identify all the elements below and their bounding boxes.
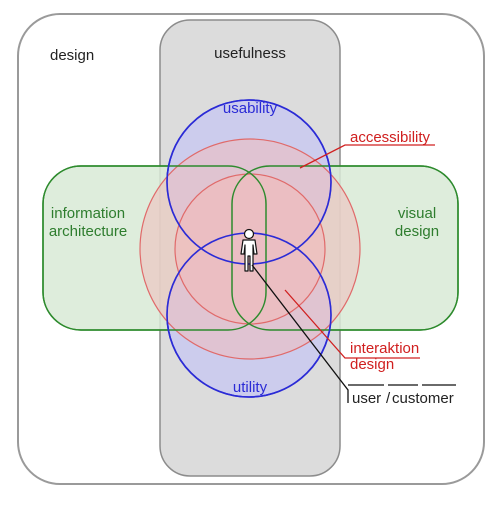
visual-design-label-line1: visual (398, 205, 436, 222)
information-architecture-label-line1: information (51, 205, 125, 222)
user-label-separator: / (386, 390, 391, 407)
design-label: design (50, 47, 94, 64)
usability-label: usability (223, 100, 278, 117)
usefulness-label: usefulness (214, 45, 286, 62)
customer-label: customer (392, 390, 454, 407)
user-leader (251, 264, 349, 403)
information-architecture-label-line2: architecture (49, 223, 127, 240)
interaction-design-label-line1: interaktion (350, 340, 419, 357)
utility-label: utility (233, 379, 268, 396)
accessibility-label: accessibility (350, 129, 431, 146)
accessibility-leader (299, 144, 435, 169)
visual-design-label-line2: design (395, 223, 439, 240)
interaction-leader (284, 289, 420, 359)
interaction-design-label-line2: design (350, 356, 394, 373)
person-figure-icon (240, 228, 258, 272)
user-label: user (352, 390, 381, 407)
